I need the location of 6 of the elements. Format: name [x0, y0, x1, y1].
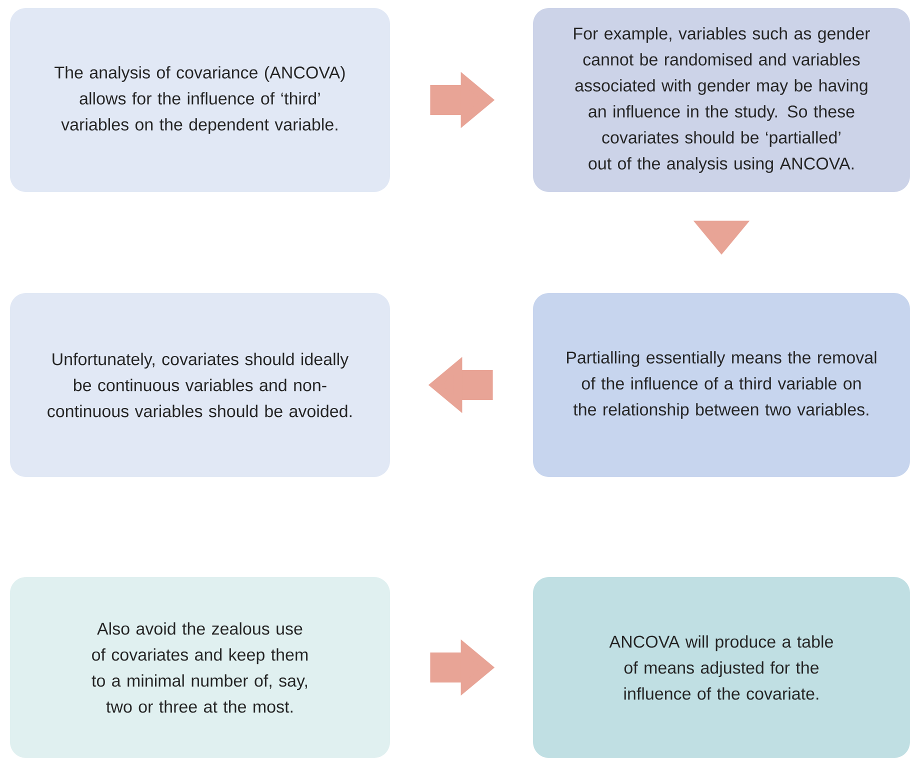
text-box: ANCOVA will produce a table of means adjusted for the influence of the covariate.	[533, 577, 910, 758]
text-box: Partialling essentially means the removal of the influence of a third variable on the relationship between two variables.	[533, 293, 910, 477]
text-box: Unfortunately, covariates should ideally be continuous variables and non-continuous variables should be avoided.	[10, 293, 390, 477]
text-box: The analysis of covariance (ANCOVA) allows for the influence of ‘third’ variables on the dependent variable.	[10, 8, 390, 192]
text-box: Also avoid the zealous use of covariates and keep them to a minimal number of, say, two or three at the most.	[10, 577, 390, 758]
text-box: For example, variables such as gender cannot be randomised and variables associated with gender may be having an influence in the study. So these covariates should be ‘partialled’ out of the analysis using ANCOVA.	[533, 8, 910, 192]
